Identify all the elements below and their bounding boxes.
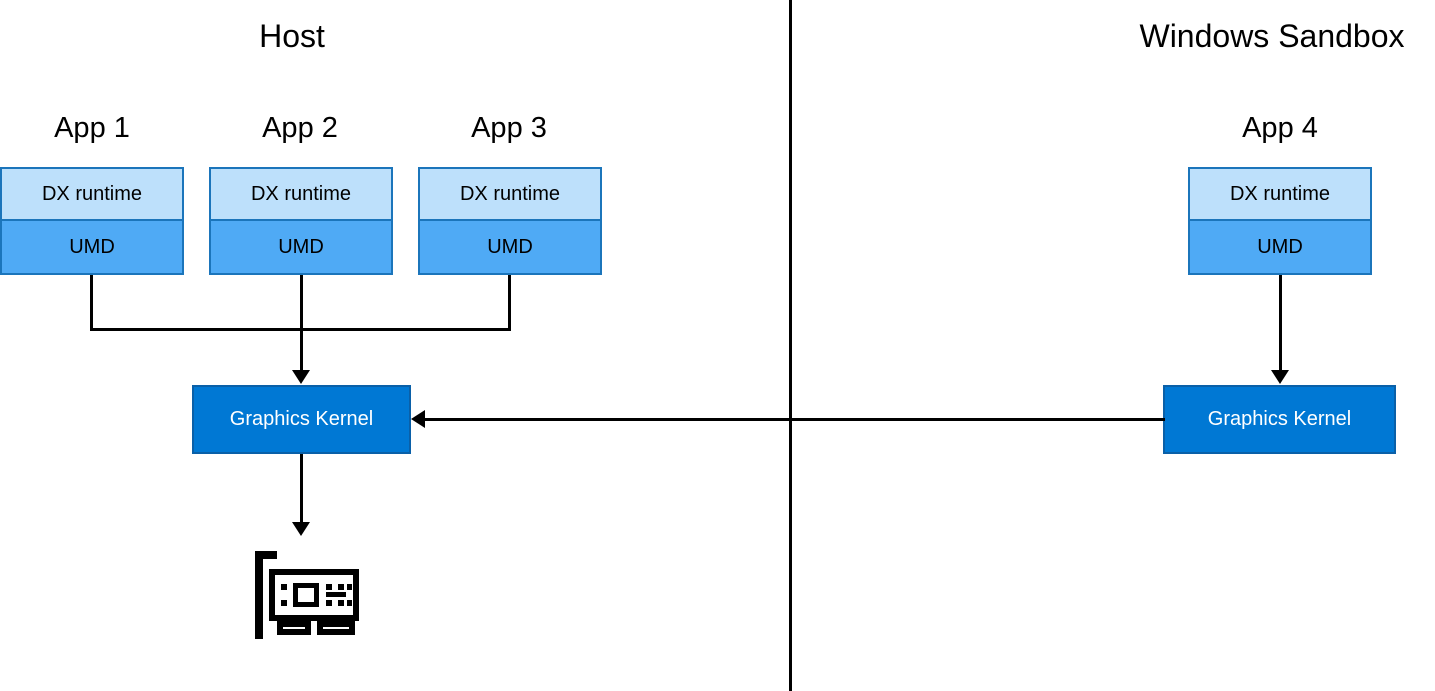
app-caption-app-3: App 3 <box>471 112 547 144</box>
app-2-umd-layer: UMD <box>211 221 391 273</box>
connector-app-1-drop <box>90 275 93 331</box>
app-caption-app-4: App 4 <box>1242 112 1318 144</box>
app-caption-app-2: App 2 <box>262 112 338 144</box>
app-caption-app-1: App 1 <box>54 112 130 144</box>
host-graphics-kernel[interactable]: Graphics Kernel <box>192 385 411 454</box>
section-divider <box>789 0 792 691</box>
connector-app-3-drop <box>508 275 511 331</box>
section-title-sandbox: Windows Sandbox <box>1139 18 1405 54</box>
arrow-host-kernel-to-gpu <box>292 522 310 536</box>
app-stack-app-2[interactable]: DX runtime UMD <box>209 167 393 275</box>
section-title-host: Host <box>259 18 325 54</box>
connector-app-2-to-kernel <box>300 275 303 372</box>
app-2-dx-runtime-layer: DX runtime <box>211 169 391 221</box>
connector-app-4-to-kernel <box>1279 275 1282 372</box>
arrow-app-4-to-sandbox-kernel <box>1271 370 1289 384</box>
app-3-dx-runtime-layer: DX runtime <box>420 169 600 221</box>
app-stack-app-4[interactable]: DX runtime UMD <box>1188 167 1372 275</box>
app-1-dx-runtime-layer: DX runtime <box>2 169 182 221</box>
app-1-umd-layer: UMD <box>2 221 182 273</box>
app-stack-app-3[interactable]: DX runtime UMD <box>418 167 602 275</box>
app-stack-app-1[interactable]: DX runtime UMD <box>0 167 184 275</box>
gpu-card-icon <box>253 547 363 642</box>
arrow-sandbox-to-host-kernel <box>411 410 425 428</box>
app-3-umd-layer: UMD <box>420 221 600 273</box>
arrow-apps-to-host-kernel <box>292 370 310 384</box>
connector-host-kernel-to-gpu <box>300 454 303 524</box>
app-4-dx-runtime-layer: DX runtime <box>1190 169 1370 221</box>
sandbox-graphics-kernel[interactable]: Graphics Kernel <box>1163 385 1396 454</box>
app-4-umd-layer: UMD <box>1190 221 1370 273</box>
connector-sandbox-to-host-kernel <box>425 418 1165 421</box>
